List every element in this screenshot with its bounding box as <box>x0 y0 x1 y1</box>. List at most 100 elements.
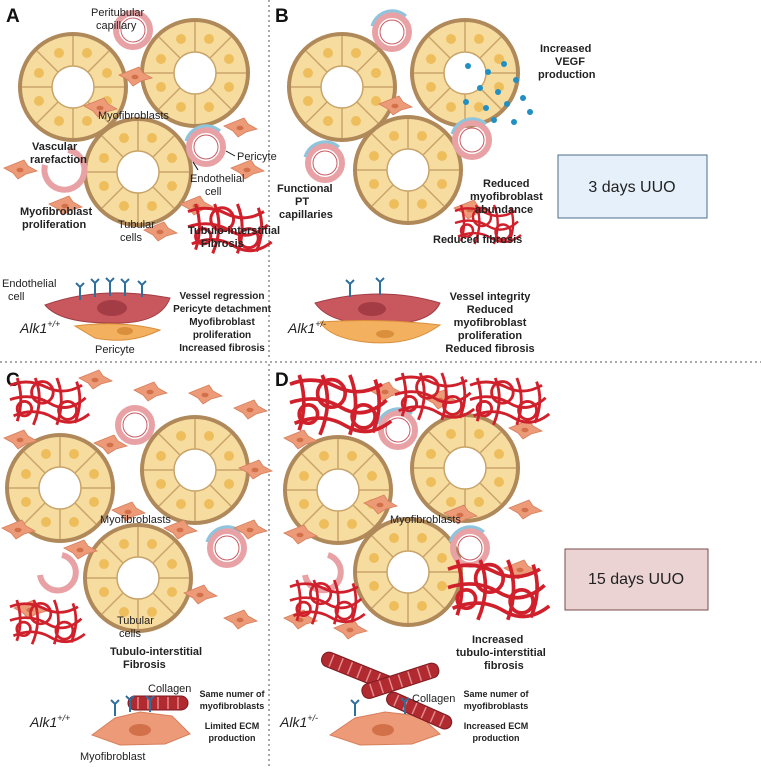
summary-d: Same numer of myofibroblasts Increased E… <box>463 689 529 743</box>
box-15-days-label: 15 days UUO <box>588 571 684 588</box>
label-functional-2: PT <box>295 196 309 208</box>
label-endothelial-bottom-1: Endothelial <box>2 278 56 290</box>
label-tubular-a-1: Tubular <box>118 219 155 231</box>
label-peritubular-2: capillary <box>96 20 137 32</box>
summary-d-3: Increased ECM <box>464 721 529 731</box>
myofibroblast-nucleus-c <box>129 724 151 736</box>
panel-d-letter: D <box>275 370 289 391</box>
capillary-b2 <box>452 119 489 157</box>
endothelial-nucleus-b <box>358 302 386 316</box>
panel-d: D Myofibroblasts Increased tubulo-inters… <box>275 370 709 746</box>
summary-c-1: Same numer of <box>199 689 265 699</box>
collagen-tangle-d1 <box>288 373 394 437</box>
genotype-d: Alk1+/- <box>279 713 318 730</box>
label-pericyte-bottom-a: Pericyte <box>95 344 135 356</box>
label-collagen-d: Collagen <box>412 693 455 705</box>
summary-b-4: proliferation <box>458 330 522 342</box>
collagen-tangle-c1 <box>8 376 91 427</box>
endothelial-nucleus-a <box>97 300 127 316</box>
tubule-d2 <box>410 413 520 523</box>
label-vegf-1: Increased <box>540 43 591 55</box>
label-ti-fibrosis-a-1: Tubulo-interstitial <box>188 225 280 237</box>
collagen-fiber-c <box>127 695 189 711</box>
label-vascular-1: Vascular <box>32 141 78 153</box>
summary-a-5: Increased fibrosis <box>179 343 265 354</box>
panel-c: C Myofibroblasts Tubular cells Tubulo-in… <box>1 369 273 763</box>
label-reduced-fibrosis: Reduced fibrosis <box>433 234 522 246</box>
label-ti-fibrosis-a-2: Fibrosis <box>201 238 244 250</box>
label-tubular-a-2: cells <box>120 232 143 244</box>
panel-b: B Increased VEGF production Functional P… <box>275 6 708 355</box>
receptors-a <box>75 277 147 300</box>
label-collagen-c: Collagen <box>148 683 191 695</box>
panel-b-letter: B <box>275 6 289 27</box>
pericyte-nucleus-a <box>117 327 133 335</box>
tubule-a1 <box>18 32 128 142</box>
summary-b: Vessel integrity Reduced myofibroblast p… <box>445 291 534 355</box>
pericyte-nucleus-b <box>376 330 394 338</box>
tubule-a3 <box>83 117 193 227</box>
box-15-days <box>564 548 709 611</box>
tubule-c2 <box>140 415 250 525</box>
tubule-b2 <box>410 18 520 128</box>
genotype-b: Alk1+/- <box>287 319 326 336</box>
label-myo-prolif-2: proliferation <box>22 219 86 231</box>
label-reduced-myo-3: abundance <box>475 204 533 216</box>
panel-a-letter: A <box>6 6 20 27</box>
label-functional-3: capillaries <box>279 209 333 221</box>
label-increased-1: Increased <box>472 634 523 646</box>
label-myofibroblasts-d: Myofibroblasts <box>390 514 461 526</box>
label-pericyte-a: Pericyte <box>237 151 277 163</box>
panel-c-letter: C <box>6 370 20 391</box>
label-functional-1: Functional <box>277 183 333 195</box>
tubule-d3 <box>353 517 463 627</box>
receptors-c <box>110 695 155 716</box>
capillary-d2 <box>450 527 487 565</box>
capillary-a2 <box>186 126 223 164</box>
label-endothelial-a-2: cell <box>205 186 222 198</box>
summary-a-4: proliferation <box>193 330 251 341</box>
box-3-days <box>557 154 708 219</box>
tubule-b3 <box>353 115 463 225</box>
capillary-b3 <box>305 142 342 180</box>
label-myofibroblasts-a: Myofibroblasts <box>98 110 169 122</box>
summary-c: Same numer of myofibroblasts Limited ECM… <box>199 689 265 743</box>
label-endothelial-bottom-2: cell <box>8 291 25 303</box>
label-myofibroblasts-c: Myofibroblasts <box>100 514 171 526</box>
box-3-days-label: 3 days UUO <box>588 179 675 196</box>
broken-capillary-c <box>37 552 79 594</box>
summary-a-1: Vessel regression <box>179 291 264 302</box>
summary-b-1: Vessel integrity <box>450 291 532 303</box>
label-vascular-2: rarefaction <box>30 154 87 166</box>
genotype-a: Alk1+/+ <box>19 319 60 336</box>
label-reduced-myo-1: Reduced <box>483 178 529 190</box>
summary-a-2: Pericyte detachment <box>173 304 271 315</box>
summary-d-1: Same numer of <box>463 689 529 699</box>
summary-a-3: Myofibroblast <box>189 317 255 328</box>
label-increased-3: fibrosis <box>484 660 524 672</box>
label-tubular-c-2: cells <box>119 628 142 640</box>
collagen-tangle-d5 <box>446 558 552 622</box>
myofibroblast-a5 <box>223 117 258 138</box>
summary-b-3: myofibroblast <box>454 317 527 329</box>
endothelial-arrow <box>192 161 199 171</box>
label-ti-fibrosis-c-2: Fibrosis <box>123 659 166 671</box>
summary-d-2: myofibroblasts <box>464 701 529 711</box>
summary-c-2: myofibroblasts <box>200 701 265 711</box>
label-peritubular-1: Peritubular <box>91 7 145 19</box>
broken-capillary-a <box>41 147 88 193</box>
capillary-b1 <box>372 11 409 49</box>
vegf-dots <box>463 61 533 125</box>
label-myofibroblast-c: Myofibroblast <box>80 751 145 763</box>
label-endothelial-a-1: Endothelial <box>190 173 244 185</box>
capillary-c2 <box>207 527 244 565</box>
receptors-b <box>345 277 385 297</box>
receptors-d <box>350 697 410 716</box>
summary-b-5: Reduced fibrosis <box>445 343 534 355</box>
pericyte-arrow <box>225 150 236 157</box>
label-vegf-2: VEGF <box>555 56 585 68</box>
label-reduced-myo-2: myofibroblast <box>470 191 543 203</box>
label-myo-prolif-1: Myofibroblast <box>20 206 92 218</box>
summary-b-2: Reduced <box>467 304 513 316</box>
